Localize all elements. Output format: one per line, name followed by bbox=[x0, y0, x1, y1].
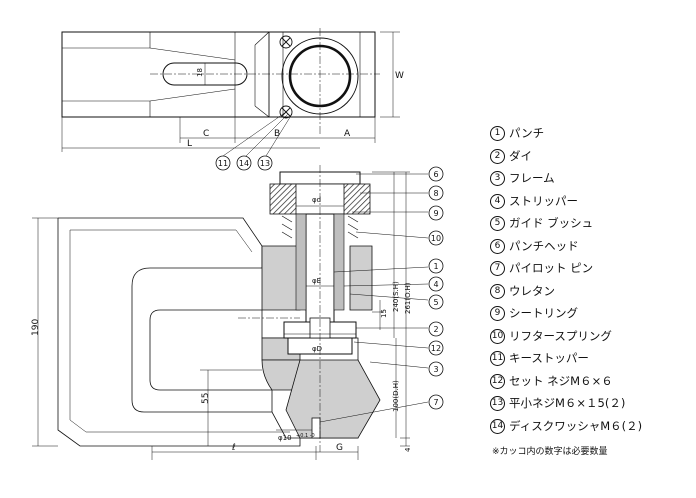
legend-label: ストリッパー bbox=[509, 193, 578, 208]
legend-item: 3 フレーム bbox=[490, 167, 690, 190]
legend-item: 9 シートリング bbox=[490, 302, 690, 325]
legend-label: ディスクワッシャM６(２) bbox=[509, 418, 643, 433]
legend-label: フレーム bbox=[509, 171, 555, 185]
callout-6-text: 6 bbox=[433, 170, 438, 179]
legend-number: 14 bbox=[490, 418, 505, 434]
dim-55: 55 bbox=[201, 393, 211, 404]
legend-item: 5 ガイド ブッシュ bbox=[490, 212, 690, 235]
callout-11 bbox=[215, 155, 231, 171]
legend-number: 5 bbox=[490, 216, 505, 231]
legend-label: ウレタン bbox=[509, 283, 555, 298]
dim-l: L bbox=[187, 139, 192, 149]
dim-ell: ℓ bbox=[231, 443, 236, 453]
parts-legend: 1 パンチ 2 ダイ 3 フレーム 4 ストリッパー 5 ガイド ブッシュ 6 パンチヘッド… bbox=[490, 122, 690, 437]
dim-phi-d-small: φd bbox=[312, 196, 321, 204]
callout-4 bbox=[428, 276, 444, 292]
legend-label: キーストッパー bbox=[509, 351, 589, 365]
legend-item: 1 パンチ bbox=[490, 122, 690, 145]
callout-7-text: 7 bbox=[433, 398, 438, 407]
callout-3-text: 3 bbox=[433, 365, 438, 374]
callout-14-text: 14 bbox=[239, 159, 249, 168]
quantity-note: ※カッコ内の数字は必要数量 bbox=[492, 447, 608, 457]
legend-item: 7 パイロット ピン bbox=[490, 257, 690, 280]
legend-number: 6 bbox=[490, 238, 505, 254]
dim-phi-10: φ10 bbox=[278, 434, 292, 442]
punch bbox=[305, 213, 335, 339]
legend-label: 平小ネジM６×１5(２) bbox=[509, 396, 626, 410]
legend-number: 12 bbox=[490, 373, 505, 389]
legend-item: 12 セット ネジM６×６ bbox=[490, 370, 690, 393]
callout-1-text: 1 bbox=[433, 262, 438, 271]
dim-g: G bbox=[336, 443, 343, 453]
callout-8-text: 8 bbox=[433, 189, 438, 198]
callout-2-text: 2 bbox=[433, 325, 438, 334]
dim-261: 261(O.H) bbox=[404, 282, 412, 314]
callout-2 bbox=[428, 321, 444, 337]
legend-item: 11 キーストッパー bbox=[490, 347, 690, 370]
callout-5 bbox=[428, 294, 444, 310]
callout-10-text: 10 bbox=[431, 234, 441, 243]
dim-phi-e: φE bbox=[312, 277, 321, 285]
legend-label: パンチ bbox=[509, 126, 545, 140]
callout-9-text: 9 bbox=[433, 209, 438, 218]
callout-8 bbox=[428, 185, 444, 201]
legend-number: 8 bbox=[490, 283, 505, 299]
legend-label: セット ネジM６×６ bbox=[509, 373, 613, 388]
legend-number: 9 bbox=[490, 306, 505, 321]
section-view bbox=[32, 165, 429, 460]
dim-240: 240(S.H) bbox=[392, 281, 400, 312]
legend-item: 2 ダイ bbox=[490, 145, 690, 168]
dim-phi-10-tol: +0.1 -0 bbox=[296, 433, 315, 439]
callout-10 bbox=[428, 230, 444, 246]
screw-bottom bbox=[279, 105, 293, 119]
top-view bbox=[61, 28, 400, 157]
dim-w: W bbox=[395, 71, 404, 81]
legend-number: 4 bbox=[490, 193, 505, 209]
dim-a: A bbox=[344, 129, 351, 139]
callout-7 bbox=[428, 394, 444, 410]
legend-item: 4 ストリッパー bbox=[490, 190, 690, 213]
callout-12-text: 12 bbox=[431, 344, 441, 353]
callout-9 bbox=[428, 205, 444, 221]
dim-b: B bbox=[274, 129, 280, 139]
legend-item: 13 平小ネジM６×１5(２) bbox=[490, 392, 690, 415]
legend-item: 10 リフタースプリング bbox=[490, 325, 690, 348]
callout-4-text: 4 bbox=[433, 280, 438, 289]
callout-13 bbox=[257, 155, 273, 171]
callout-5-text: 5 bbox=[433, 298, 438, 307]
dim-100: 100(D.H) bbox=[392, 380, 400, 412]
callout-1 bbox=[428, 258, 444, 274]
callout-11-text: 11 bbox=[218, 159, 228, 168]
legend-label: シートリング bbox=[509, 306, 578, 320]
callout-3 bbox=[428, 361, 444, 377]
legend-label: ダイ bbox=[509, 148, 532, 163]
dim-c: C bbox=[203, 129, 209, 139]
legend-number: 10 bbox=[490, 328, 505, 344]
legend-number: 3 bbox=[490, 171, 505, 186]
dim-slot: 18 bbox=[196, 68, 204, 77]
callout-14 bbox=[236, 155, 252, 171]
legend-number: 7 bbox=[490, 261, 505, 276]
callout-12 bbox=[428, 340, 444, 356]
legend-number: 1 bbox=[490, 126, 505, 141]
legend-item: 14 ディスクワッシャM６(２) bbox=[490, 415, 690, 438]
dim-phi-d: φD bbox=[312, 345, 322, 353]
dim-15: 15 bbox=[380, 309, 388, 318]
dim-4: 4 bbox=[404, 447, 412, 452]
legend-number: 11 bbox=[490, 351, 505, 366]
legend-label: ガイド ブッシュ bbox=[509, 216, 594, 230]
legend-item: 8 ウレタン bbox=[490, 280, 690, 303]
callout-6 bbox=[428, 166, 444, 182]
legend-number: 2 bbox=[490, 148, 505, 164]
callout-13-text: 13 bbox=[260, 159, 270, 168]
legend-label: パンチヘッド bbox=[509, 238, 579, 253]
legend-number: 13 bbox=[490, 396, 505, 411]
legend-label: リフタースプリング bbox=[509, 328, 612, 343]
dim-190: 190 bbox=[31, 319, 41, 336]
legend-label: パイロット ピン bbox=[509, 261, 594, 275]
legend-item: 6 パンチヘッド bbox=[490, 235, 690, 258]
screw-top bbox=[279, 35, 293, 49]
